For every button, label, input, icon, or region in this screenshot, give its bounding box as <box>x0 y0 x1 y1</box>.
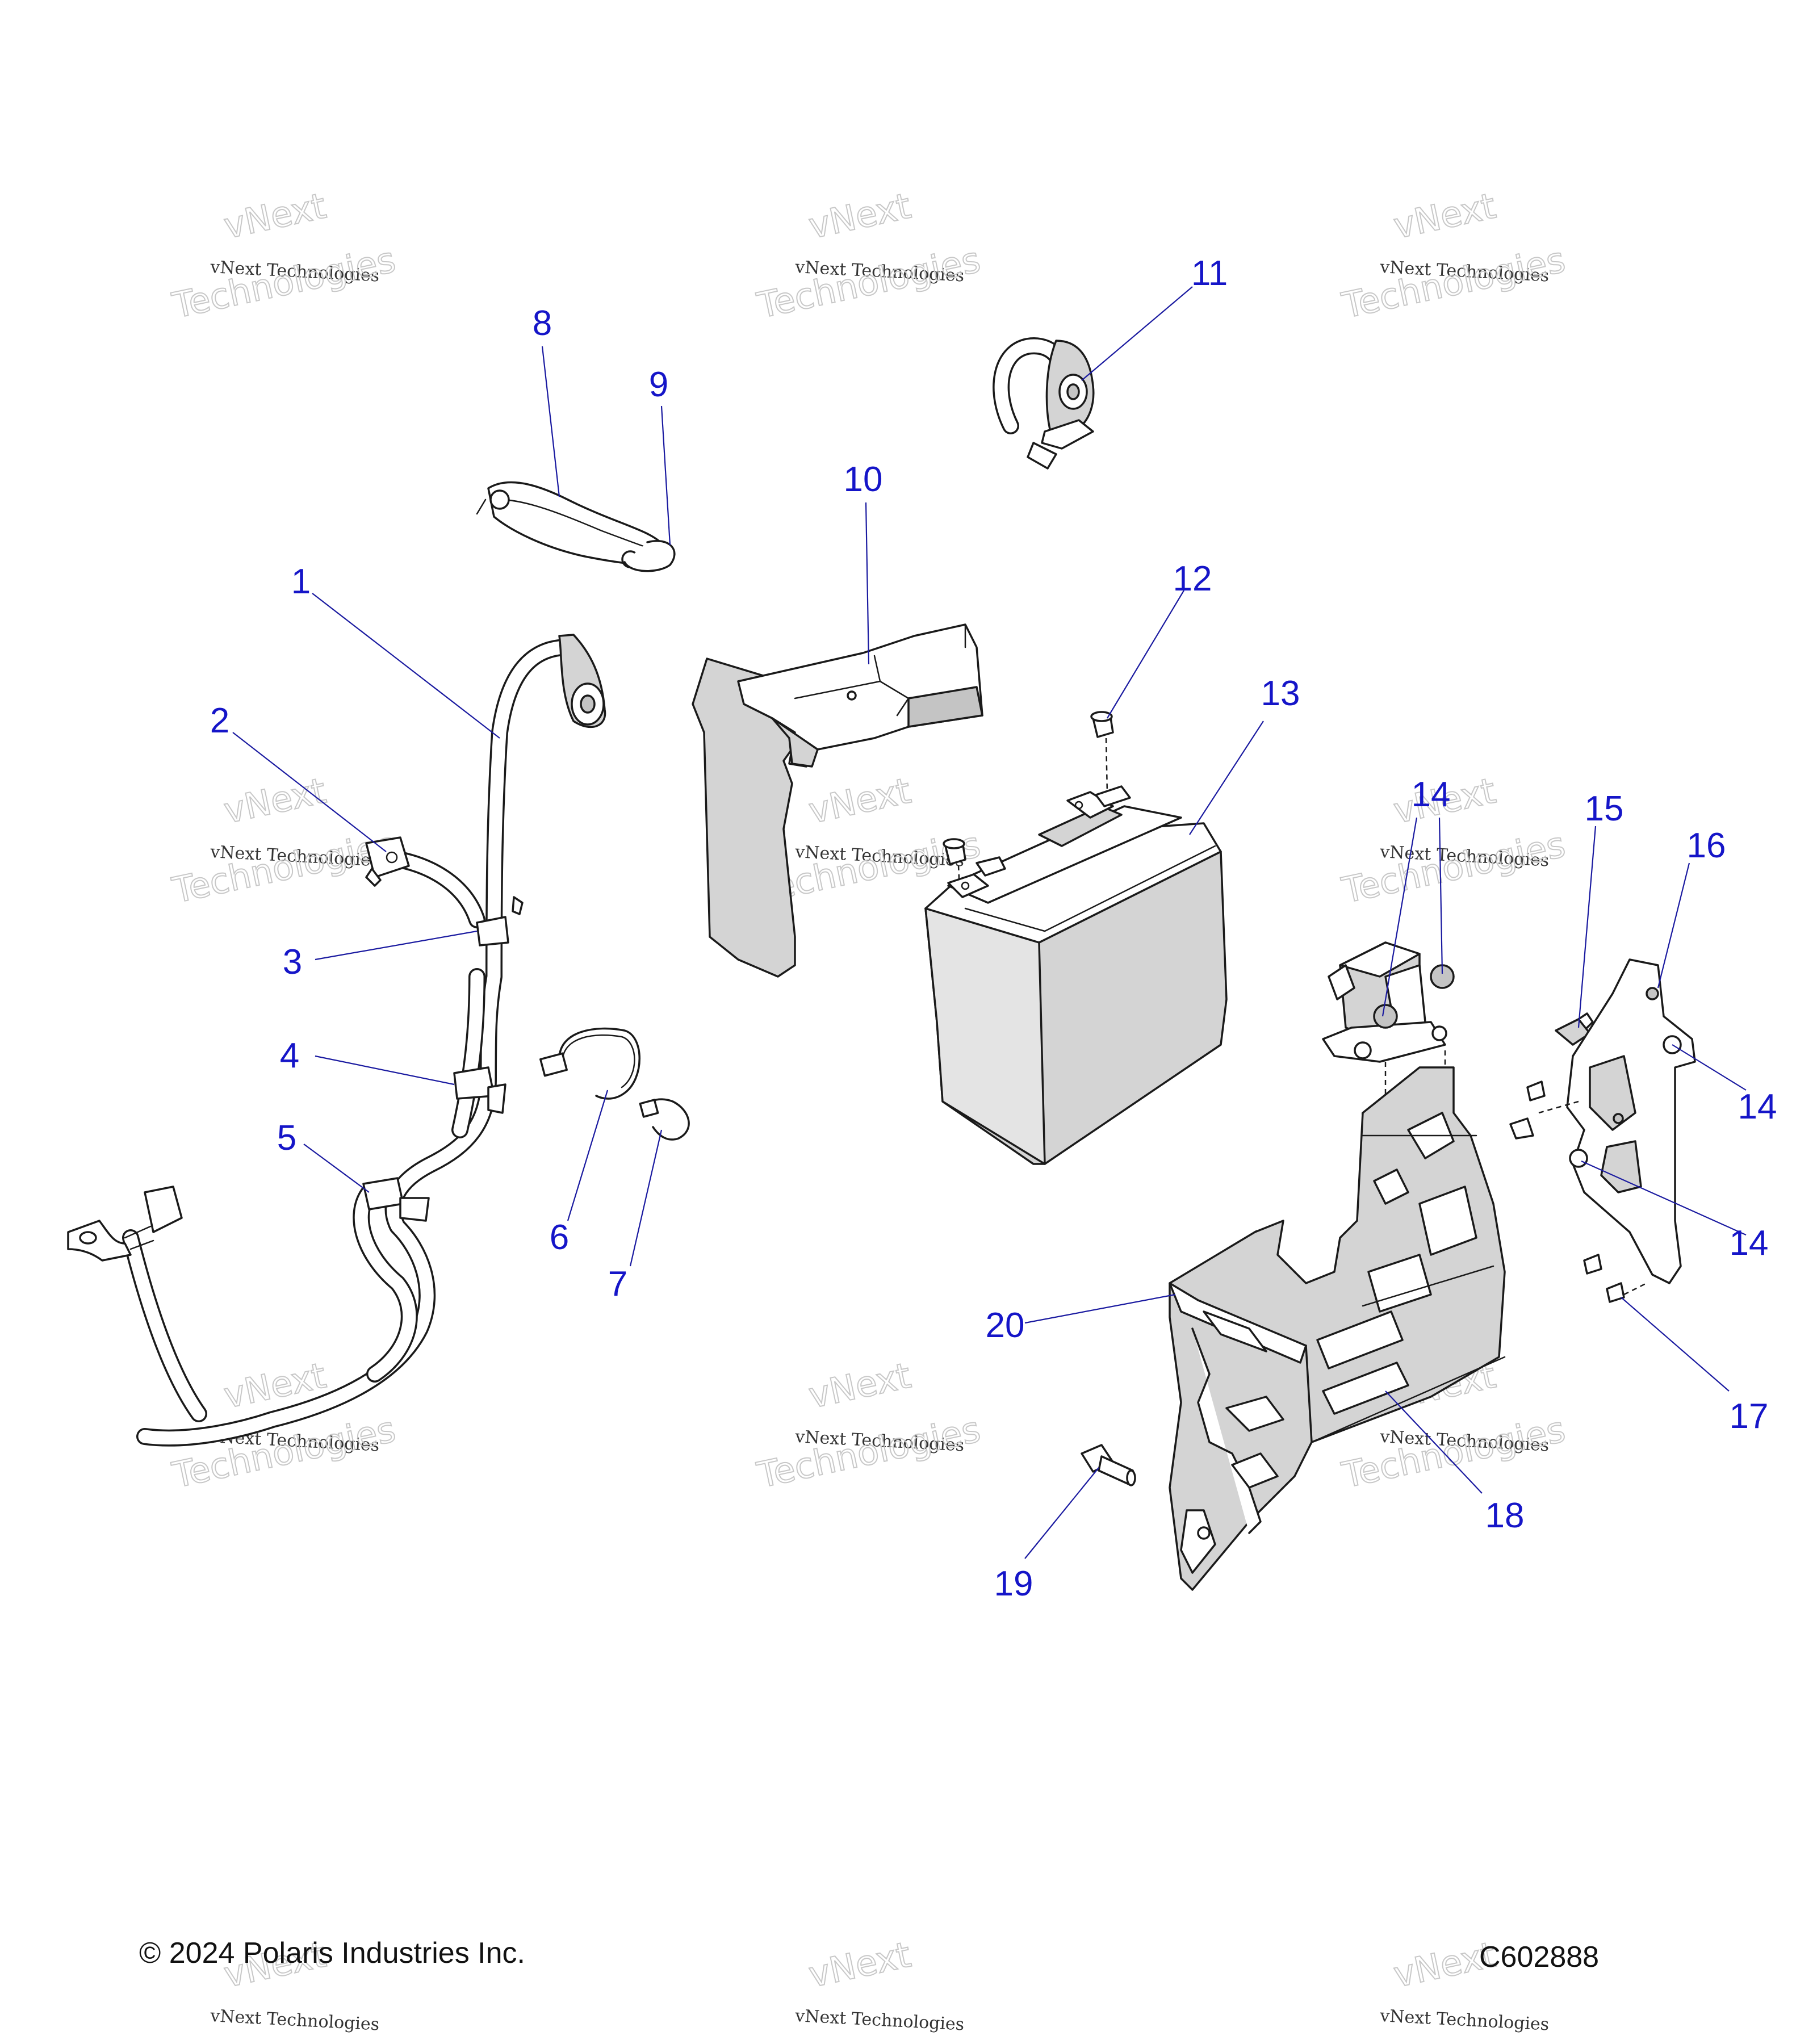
watermark: vNext vNext Technologies Technologies <box>753 1354 985 1497</box>
svg-text:vNext Technologies: vNext Technologies <box>794 2006 965 2035</box>
callout-17: 17 <box>1730 1397 1769 1436</box>
callout-15: 15 <box>1585 789 1624 828</box>
battery <box>924 785 1228 1165</box>
svg-text:vNext: vNext <box>805 185 914 247</box>
callout-14-upper: 14 <box>1738 1087 1777 1126</box>
svg-text:vNext: vNext <box>805 770 914 832</box>
svg-text:vNext: vNext <box>805 1355 914 1417</box>
callout-9: 9 <box>649 365 668 404</box>
terminal-boot <box>993 337 1095 470</box>
svg-text:Technologies: Technologies <box>1338 823 1569 911</box>
callout-7: 7 <box>608 1264 627 1304</box>
callout-16: 16 <box>1687 826 1726 865</box>
callout-14-relay: 14 <box>1412 775 1451 814</box>
cable-ties <box>539 1027 690 1141</box>
svg-text:vNext: vNext <box>1390 185 1499 247</box>
watermark: vNext vNext Technologies Technologies <box>753 185 985 327</box>
svg-text:Technologies: Technologies <box>169 238 399 326</box>
watermark: vNext vNext Technologies Technologies <box>168 185 400 327</box>
svg-text:Technologies: Technologies <box>1338 1408 1569 1496</box>
copyright-text: © 2024 Polaris Industries Inc. <box>139 1937 525 1970</box>
callout-3: 3 <box>283 943 302 982</box>
callouts: 1 2 3 4 5 6 7 8 9 10 11 12 13 14 14 14 1… <box>210 254 1777 1603</box>
callout-20: 20 <box>986 1306 1025 1345</box>
battery-cable-harness <box>67 634 606 1447</box>
callout-13: 13 <box>1261 674 1300 713</box>
callout-1: 1 <box>291 562 311 601</box>
watermark: vNext vNext Technologies <box>794 1933 965 2035</box>
watermark: vNext vNext Technologies Technologies <box>168 769 400 912</box>
side-bracket <box>1509 958 1696 1303</box>
solenoid <box>1322 941 1455 1113</box>
callout-14-lower: 14 <box>1730 1224 1769 1263</box>
callout-18: 18 <box>1485 1496 1525 1535</box>
watermark: vNext vNext Technologies Technologies <box>1338 769 1569 912</box>
callout-6: 6 <box>550 1218 569 1257</box>
battery-tray <box>1169 1066 1506 1591</box>
callout-12: 12 <box>1173 559 1212 598</box>
battery-strap <box>476 481 676 572</box>
svg-text:Technologies: Technologies <box>753 238 984 326</box>
bolt-19 <box>1081 1444 1136 1486</box>
leader-lines <box>232 286 1747 1559</box>
callout-2: 2 <box>210 701 229 740</box>
svg-text:vNext: vNext <box>220 770 329 832</box>
svg-text:Technologies: Technologies <box>753 1408 984 1496</box>
battery-cover <box>692 623 983 978</box>
callout-11: 11 <box>1191 254 1228 293</box>
svg-text:Technologies: Technologies <box>169 823 399 911</box>
svg-text:vNext: vNext <box>220 185 329 247</box>
watermark: vNext vNext Technologies Technologies <box>1338 185 1569 327</box>
svg-text:vNext Technologies: vNext Technologies <box>1379 2006 1550 2035</box>
diagram-code: C602888 <box>1479 1941 1600 1974</box>
svg-text:vNext: vNext <box>805 1934 914 1996</box>
callout-10: 10 <box>844 460 883 499</box>
callout-4: 4 <box>280 1036 299 1075</box>
callout-19: 19 <box>994 1564 1033 1603</box>
svg-text:Technologies: Technologies <box>1338 238 1569 326</box>
callout-8: 8 <box>533 304 552 343</box>
callout-5: 5 <box>277 1119 296 1158</box>
svg-text:vNext Technologies: vNext Technologies <box>210 2006 380 2035</box>
